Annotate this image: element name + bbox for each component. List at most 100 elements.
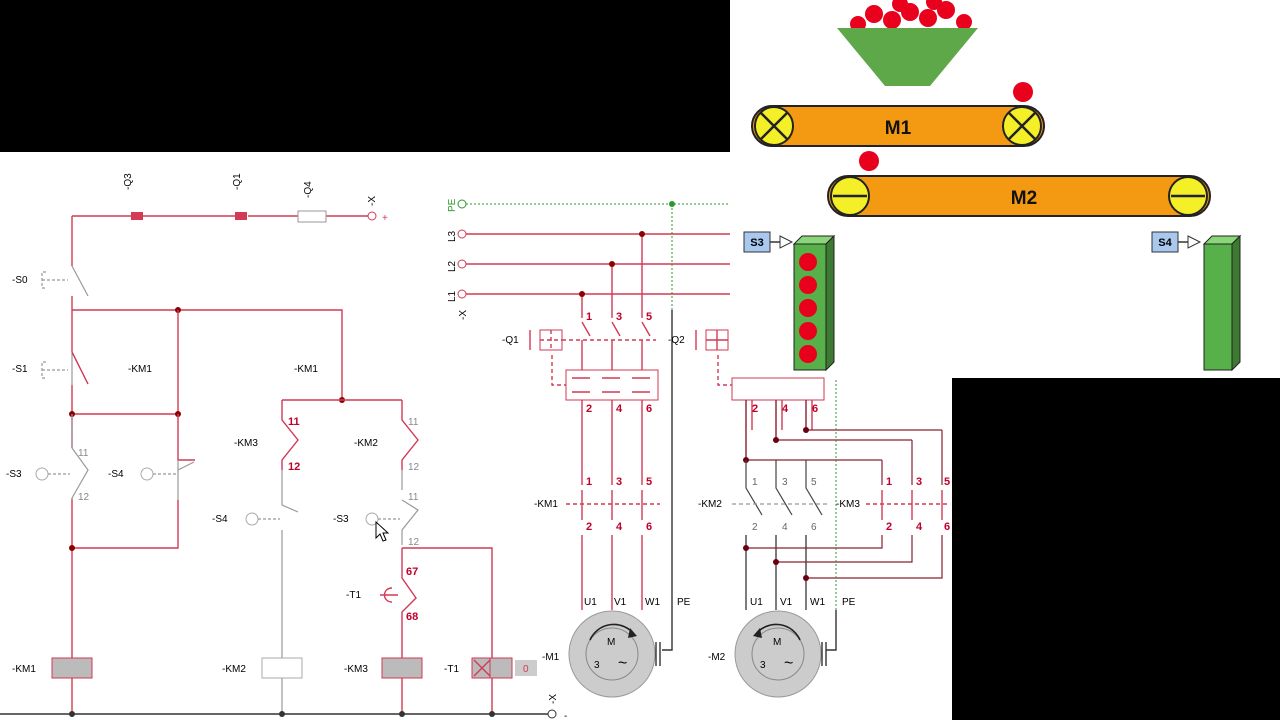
m1-term-v1: V1 xyxy=(614,597,627,608)
km2-num-3: 3 xyxy=(782,477,788,488)
km3-num-2: 2 xyxy=(886,521,892,533)
coil-km2 xyxy=(261,657,303,679)
hopper xyxy=(837,28,978,86)
q1-trip-box xyxy=(565,369,659,401)
label-q4: -Q4 xyxy=(303,181,314,198)
label-x-top: -X xyxy=(367,196,378,206)
m2-term-w1: W1 xyxy=(810,597,825,608)
q2-num-6: 6 xyxy=(812,403,818,415)
label-km1-hold: -KM1 xyxy=(128,364,152,375)
q1-num-1: 1 xyxy=(586,311,592,323)
roller-m1-left xyxy=(754,106,794,146)
hopper-balls xyxy=(850,0,972,32)
label-s1: -S1 xyxy=(12,364,28,375)
km2-num-6: 6 xyxy=(811,522,817,533)
km1-num-2: 2 xyxy=(586,521,592,533)
label-s4-a: -S4 xyxy=(108,469,124,480)
m2-term-pe: PE xyxy=(842,597,856,608)
ball-on-m1 xyxy=(1013,82,1033,102)
label-km1-main: -KM1 xyxy=(534,499,558,510)
km2-num-5: 5 xyxy=(811,477,817,488)
label-s4-b: -S4 xyxy=(212,514,228,525)
belt-m1-label: M1 xyxy=(885,118,912,139)
mouse-cursor-icon xyxy=(375,520,390,542)
coil-km3 xyxy=(381,657,423,679)
sensor-s3: S3 xyxy=(743,231,794,253)
km3-num-5: 5 xyxy=(944,476,950,488)
q2-num-2: 2 xyxy=(752,403,758,415)
power-circuit: PE L3 L2 L1 -X 1 3 5 -Q1 2 4 6 1 3 5 xyxy=(447,198,950,698)
plus-label: + xyxy=(382,213,388,224)
roller-m1-right xyxy=(1002,106,1042,146)
m1-letter: M xyxy=(607,637,615,648)
km2-num-1: 1 xyxy=(752,477,758,488)
label-q1: -Q1 xyxy=(502,335,519,346)
fuse-q1 xyxy=(235,212,247,220)
label-q1-top: -Q1 xyxy=(232,173,243,190)
m2-wave: ~ xyxy=(784,655,793,672)
m2-letter: M xyxy=(773,637,781,648)
label-s0: -S0 xyxy=(12,275,28,286)
km3-num-4: 4 xyxy=(916,521,923,533)
m2-phase: 3 xyxy=(760,660,766,671)
bin-s4 xyxy=(1202,234,1242,372)
km2-num-top: 11 xyxy=(408,417,419,428)
label-t1-contact: -T1 xyxy=(346,590,361,601)
control-circuit: + -Q3 -Q1 -Q4 -X -S0 -S1 -KM1 -S3 -S4 1 xyxy=(0,173,567,720)
s3b-num-top: 11 xyxy=(408,492,419,503)
q1-num-4: 4 xyxy=(616,403,623,415)
label-s3-b: -S3 xyxy=(333,514,349,525)
q1-num-6: 6 xyxy=(646,403,652,415)
black-mask-top-left xyxy=(0,0,730,152)
label-s3-a: -S3 xyxy=(6,469,22,480)
label-km1-second: -KM1 xyxy=(294,364,318,375)
km3-num-3: 3 xyxy=(916,476,922,488)
label-coil-km1: -KM1 xyxy=(12,664,36,675)
label-q2: -Q2 xyxy=(668,335,685,346)
label-km2-main: -KM2 xyxy=(698,499,722,510)
m1-term-pe: PE xyxy=(677,597,691,608)
label-coil-t1: -T1 xyxy=(444,664,459,675)
terminal-l2: L2 xyxy=(447,260,458,272)
ball-on-m2 xyxy=(859,151,879,171)
km3-num-bot: 12 xyxy=(288,461,300,473)
label-km2-nc: -KM2 xyxy=(354,438,378,449)
m1-term-w1: W1 xyxy=(645,597,660,608)
sensor-s3-label: S3 xyxy=(750,237,763,249)
label-m2: -M2 xyxy=(708,652,726,663)
km2-num-bot: 12 xyxy=(408,462,420,473)
label-km3-main: -KM3 xyxy=(836,499,860,510)
q1-num-3: 3 xyxy=(616,311,622,323)
conveyor-animation: M1 M2 S3 xyxy=(743,0,1242,372)
t1-num-top: 67 xyxy=(406,566,418,578)
km3-num-top: 11 xyxy=(288,416,300,428)
km1-num-4: 4 xyxy=(616,521,623,533)
s3a-num-top: 11 xyxy=(78,448,89,459)
m1-wave: ~ xyxy=(618,655,627,672)
label-km3-nc: -KM3 xyxy=(234,438,258,449)
power-x-label: -X xyxy=(458,310,469,320)
q1-num-5: 5 xyxy=(646,311,652,323)
q1-num-2: 2 xyxy=(586,403,592,415)
m1-phase: 3 xyxy=(594,660,600,671)
label-m1: -M1 xyxy=(542,652,560,663)
timer-value: 0 xyxy=(523,664,529,675)
roller-m2-left xyxy=(830,176,870,216)
s3b-num-bot: 12 xyxy=(408,537,420,548)
bin-s3-balls xyxy=(799,253,817,363)
km1-num-3: 3 xyxy=(616,476,622,488)
m1-term-u1: U1 xyxy=(584,597,597,608)
q2-num-4: 4 xyxy=(782,403,789,415)
terminal-l3: L3 xyxy=(447,230,458,242)
belt-m1: M1 xyxy=(751,105,1045,147)
belt-m2-label: M2 xyxy=(1011,188,1037,209)
t1-num-bot: 68 xyxy=(406,611,418,623)
fuse-q3 xyxy=(131,212,143,220)
minus-label: - xyxy=(564,711,567,720)
km3-num-1: 1 xyxy=(886,476,892,488)
coil-t1 xyxy=(471,657,513,679)
m2-term-u1: U1 xyxy=(750,597,763,608)
motor-m2: M 3 ~ xyxy=(734,610,827,698)
sensor-s4-label: S4 xyxy=(1158,237,1172,249)
